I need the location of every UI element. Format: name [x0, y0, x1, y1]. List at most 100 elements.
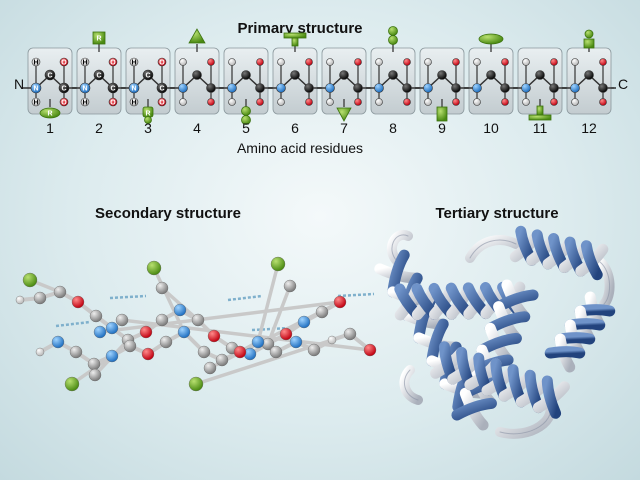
hydrogen-atom [375, 98, 383, 106]
oxygen-atom [501, 98, 509, 106]
side-chain-shape [388, 35, 398, 45]
nitrogen-atom [289, 335, 303, 349]
side-bond [266, 285, 292, 345]
carbon-atom [155, 281, 169, 295]
nitrogen-atom [374, 83, 384, 93]
helix-front-turn [451, 397, 497, 421]
helix-front-turn [544, 346, 586, 359]
alpha-carbon-atom [44, 69, 56, 81]
oxygen-atom [599, 58, 607, 66]
residue-number: 1 [46, 120, 54, 136]
helix-front-turn [541, 375, 562, 419]
nitrogen-atom [105, 321, 119, 335]
hydrogen-bond [55, 320, 91, 328]
oxygen-atom [108, 57, 118, 67]
helix-3 [509, 225, 609, 281]
carbon-atom [123, 339, 137, 353]
hydrogen-bond [109, 294, 147, 300]
alpha-carbon-atom [241, 70, 251, 80]
side-chain-ellipse [478, 33, 504, 52]
oxygen-atom [403, 58, 411, 66]
side-chain-circle-square [583, 29, 595, 52]
residue-11 [513, 47, 567, 121]
carbon-atom [215, 353, 229, 367]
side-chain-shape [536, 105, 544, 116]
oxygen-atom [207, 329, 221, 343]
atom-symbol: C [159, 86, 164, 93]
nitrogen-atom [251, 335, 265, 349]
carbonyl-carbon-atom [107, 82, 119, 94]
oxygen-atom [71, 295, 85, 309]
nitrogen-atom [177, 325, 191, 339]
primary-structure-title: Primary structure [237, 20, 362, 37]
atom-symbol: H [82, 100, 87, 107]
carbon-atom [87, 357, 101, 371]
helix-front-turn [580, 240, 603, 281]
hydrogen-bond [227, 294, 263, 302]
side-chain-r-label: R [145, 111, 150, 118]
oxygen-atom [305, 58, 313, 66]
oxygen-atom [305, 98, 313, 106]
oxygen-atom [354, 58, 362, 66]
hydrogen-atom [228, 58, 236, 66]
tertiary-structure-ribbon-model [374, 225, 616, 439]
residue-number: 4 [193, 120, 201, 136]
oxygen-atom [157, 57, 167, 67]
side-chain-r-label: R [96, 36, 101, 43]
atom-symbol: H [131, 100, 136, 107]
atom-symbol: O [159, 100, 165, 107]
nitrogen-atom [297, 315, 311, 329]
side-chain-shape [241, 115, 251, 125]
nitrogen-atom [178, 83, 188, 93]
residue-10 [464, 33, 518, 115]
oxygen-atom [141, 347, 155, 361]
carbon-atom [315, 305, 329, 319]
oxygen-atom [501, 58, 509, 66]
hydrogen-atom [129, 57, 139, 67]
side-chain-shape [528, 114, 552, 121]
carbon-atom [115, 313, 129, 327]
loop-top-edge [469, 239, 517, 259]
hydrogen-atom [522, 98, 530, 106]
residue-number: 11 [533, 120, 548, 136]
oxygen-atom [59, 57, 69, 67]
alpha-carbon-atom [388, 70, 398, 80]
side-chain-atom [22, 272, 38, 288]
side-chain-shape [388, 26, 398, 36]
side-bond [256, 263, 280, 343]
side-chain-double-circle [388, 26, 398, 52]
tertiary-structure-title: Tertiary structure [435, 205, 558, 222]
oxygen-atom [108, 97, 118, 107]
oxygen-atom [233, 345, 247, 359]
nitrogen-atom [325, 83, 335, 93]
atom-symbol: N [82, 86, 87, 93]
side-chain-triangle-up [188, 28, 206, 52]
oxygen-atom [333, 295, 347, 309]
atom-symbol: C [61, 86, 66, 93]
hydrogen-atom [326, 98, 334, 106]
carbonyl-carbon-atom [255, 83, 265, 93]
loop-right-edge [599, 261, 610, 305]
side-chain-oval-r: R [39, 99, 61, 119]
carbon-atom [197, 345, 211, 359]
nitrogen-atom [423, 83, 433, 93]
side-chain-shape [283, 32, 307, 39]
hydrogen-atom [375, 58, 383, 66]
c-terminus-label: C [618, 76, 628, 92]
atom-symbol: O [110, 60, 116, 67]
residue-number: 7 [340, 120, 348, 136]
hydrogen-atom [424, 58, 432, 66]
side-chain-shape [291, 37, 299, 47]
carbon-atom [159, 335, 173, 349]
hydrogen-bond [337, 292, 375, 298]
atom-symbol: H [131, 60, 136, 67]
carbon-atom [307, 343, 321, 357]
side-chain-shape [583, 38, 595, 49]
side-chain-shape [92, 31, 106, 45]
side-chain-shape [188, 28, 206, 44]
oxygen-atom [403, 98, 411, 106]
